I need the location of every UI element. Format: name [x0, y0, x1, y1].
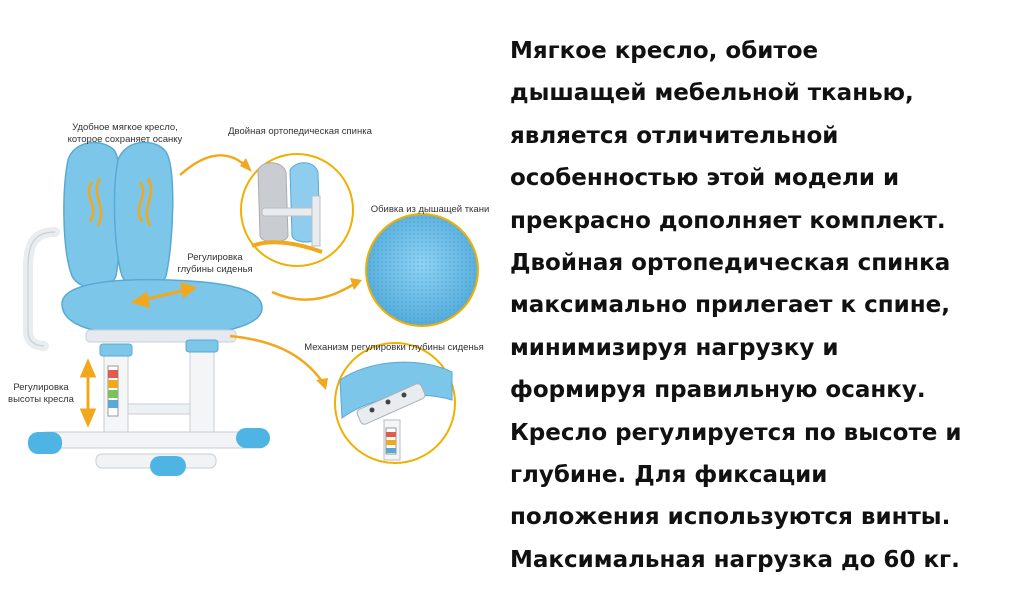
description-line: глубине. Для фиксации [510, 462, 828, 489]
description-line: прекрасно дополняет комплект. [510, 207, 946, 234]
detail-circle-fabric [365, 213, 479, 327]
product-illustration: Удобное мягкое кресло, которое сохраняет… [0, 0, 500, 600]
description-line: минимизируя нагрузку и [510, 334, 839, 361]
chair-illustration [23, 141, 270, 476]
description-line: особенностью этой модели и [510, 165, 900, 192]
height-scale-icon [107, 365, 119, 417]
lumbar-support-icon [87, 177, 153, 227]
description-line: дышащей мебельной тканью, [510, 80, 914, 107]
callout-mechanism: Механизм регулировки глубины сиденья [304, 342, 484, 353]
description-line: Мягкое кресло, обитое [510, 38, 819, 64]
description-line: Кресло регулируется по высоте и [510, 419, 962, 446]
chair-diagram [23, 141, 479, 476]
product-description: Мягкое кресло, обитое дышащей мебельной … [510, 30, 1020, 581]
callout-ortho-back: Двойная ортопедическая спинка [228, 126, 372, 137]
description-line: формируя правильную осанку. [510, 377, 926, 404]
callout-depth: Регулировка глубины сиденья [177, 252, 253, 275]
description-line: является отличительной [510, 122, 839, 149]
description-line: положения используются винты. [510, 504, 951, 531]
depth-arrow-icon [130, 281, 198, 309]
detail-circle-back [240, 153, 354, 267]
callout-soft-chair: Удобное мягкое кресло, которое сохраняет… [67, 122, 183, 145]
callout-fabric: Обивка из дышащей ткани [370, 204, 490, 215]
detail-circle-mechanism [334, 342, 456, 464]
description-line: максимально прилегает к спине, [510, 292, 950, 319]
height-arrow-icon [79, 358, 97, 428]
description-line: Двойная ортопедическая спинка [510, 250, 951, 277]
callout-height: Регулировка высоты кресла [8, 382, 74, 405]
description-line: Максимальная нагрузка до 60 кг. [510, 546, 960, 573]
